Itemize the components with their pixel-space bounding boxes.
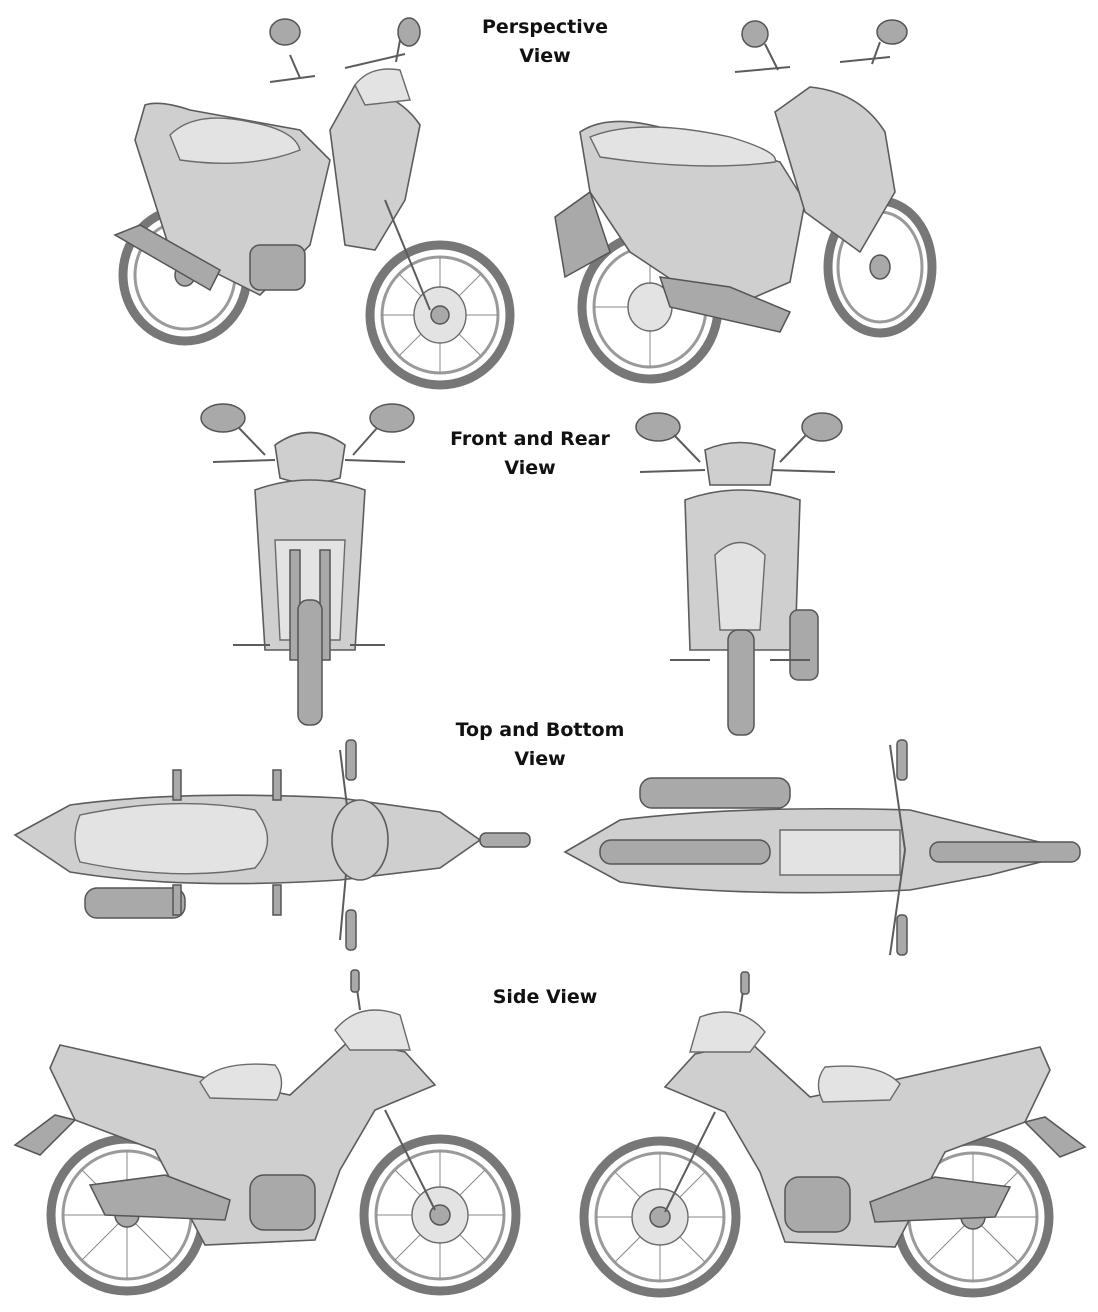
perspective-rear-rear-fender: [554, 190, 611, 279]
perspective-front-seat: [169, 117, 301, 165]
side-view-left-seat: [199, 1063, 283, 1101]
side-view-right-seat: [817, 1065, 901, 1103]
perspective-front-motorcycle: [113, 17, 515, 390]
side-view-left-front-wheel: [359, 1134, 521, 1296]
bottom-view-handlebar: [889, 744, 907, 956]
side-view-right-fork: [664, 1111, 716, 1213]
bottom-view-front-tire: [929, 841, 1081, 863]
front-view-right-mirror: [369, 403, 415, 433]
perspective-rear-handlebar: [734, 56, 891, 73]
side-view-left-mirror: [350, 969, 360, 993]
bottom-view-exhaust: [639, 777, 791, 809]
side-view-right-mirror: [740, 971, 750, 995]
top-view-left-mirror: [345, 739, 357, 781]
side-view-left-engine: [249, 1174, 316, 1231]
front-rear-view-label: Front and Rear View: [450, 428, 610, 479]
perspective-front-right-mirror: [397, 17, 421, 47]
rear-view-motorcycle: [635, 412, 843, 736]
rear-view-exhaust: [789, 609, 819, 681]
perspective-front-engine: [249, 244, 306, 291]
rear-view-right-mirror: [801, 412, 843, 442]
rear-view-rear-tire: [727, 629, 755, 736]
front-view-left-mirror: [200, 403, 246, 433]
perspective-view-label: Perspective View: [481, 16, 609, 67]
perspective-rear-front-fairing: [774, 86, 896, 254]
side-view-left-headlight-cowl: [334, 1009, 411, 1051]
bottom-view-motorcycle: [563, 739, 1081, 956]
top-view-seat: [74, 802, 269, 875]
top-view-motorcycle: [13, 739, 531, 951]
side-view-right-front-wheel: [579, 1136, 741, 1298]
perspective-front-handlebar: [269, 53, 406, 83]
perspective-rear-seat: [589, 126, 777, 167]
front-view-motorcycle: [200, 403, 415, 726]
rear-view-left-mirror: [635, 412, 681, 442]
side-view-label: Side View: [492, 986, 598, 1008]
top-view-front-tire: [479, 832, 531, 848]
bottom-view-engine: [779, 829, 901, 876]
front-view-headlight-cowl: [274, 431, 346, 484]
perspective-front-front-wheel: [365, 240, 515, 390]
perspective-front-exhaust: [113, 224, 221, 292]
perspective-front-fork: [384, 199, 431, 311]
top-view-exhaust: [84, 887, 186, 919]
top-bottom-view-label: Top and Bottom View: [455, 719, 625, 770]
rear-view-tail-light: [714, 541, 766, 631]
side-view-left-motorcycle: [13, 969, 521, 1296]
front-view-handlebar: [212, 459, 406, 463]
front-view-front-tire: [297, 599, 323, 726]
side-view-left-exhaust: [88, 1174, 231, 1221]
side-view-right-headlight-cowl: [689, 1011, 766, 1053]
side-view-left-fork: [384, 1109, 436, 1211]
perspective-rear-exhaust: [658, 276, 792, 333]
rear-view-handlebar: [639, 469, 836, 473]
side-view-right-exhaust: [869, 1176, 1012, 1223]
perspective-rear-left-mirror: [741, 20, 769, 48]
perspective-rear-right-mirror: [876, 19, 908, 45]
perspective-front-front-fairing: [329, 84, 421, 251]
bottom-view-rear-tire: [599, 839, 771, 865]
perspective-front-left-mirror: [269, 18, 301, 46]
perspective-rear-motorcycle: [554, 19, 937, 384]
perspective-front-headlight-cowl: [354, 68, 411, 106]
side-view-right-engine: [784, 1176, 851, 1233]
side-view-right-motorcycle: [579, 971, 1087, 1298]
top-view-right-mirror: [345, 909, 357, 951]
side-view-left-rear-fender: [13, 1114, 77, 1156]
side-view-right-rear-fender: [1023, 1116, 1087, 1158]
